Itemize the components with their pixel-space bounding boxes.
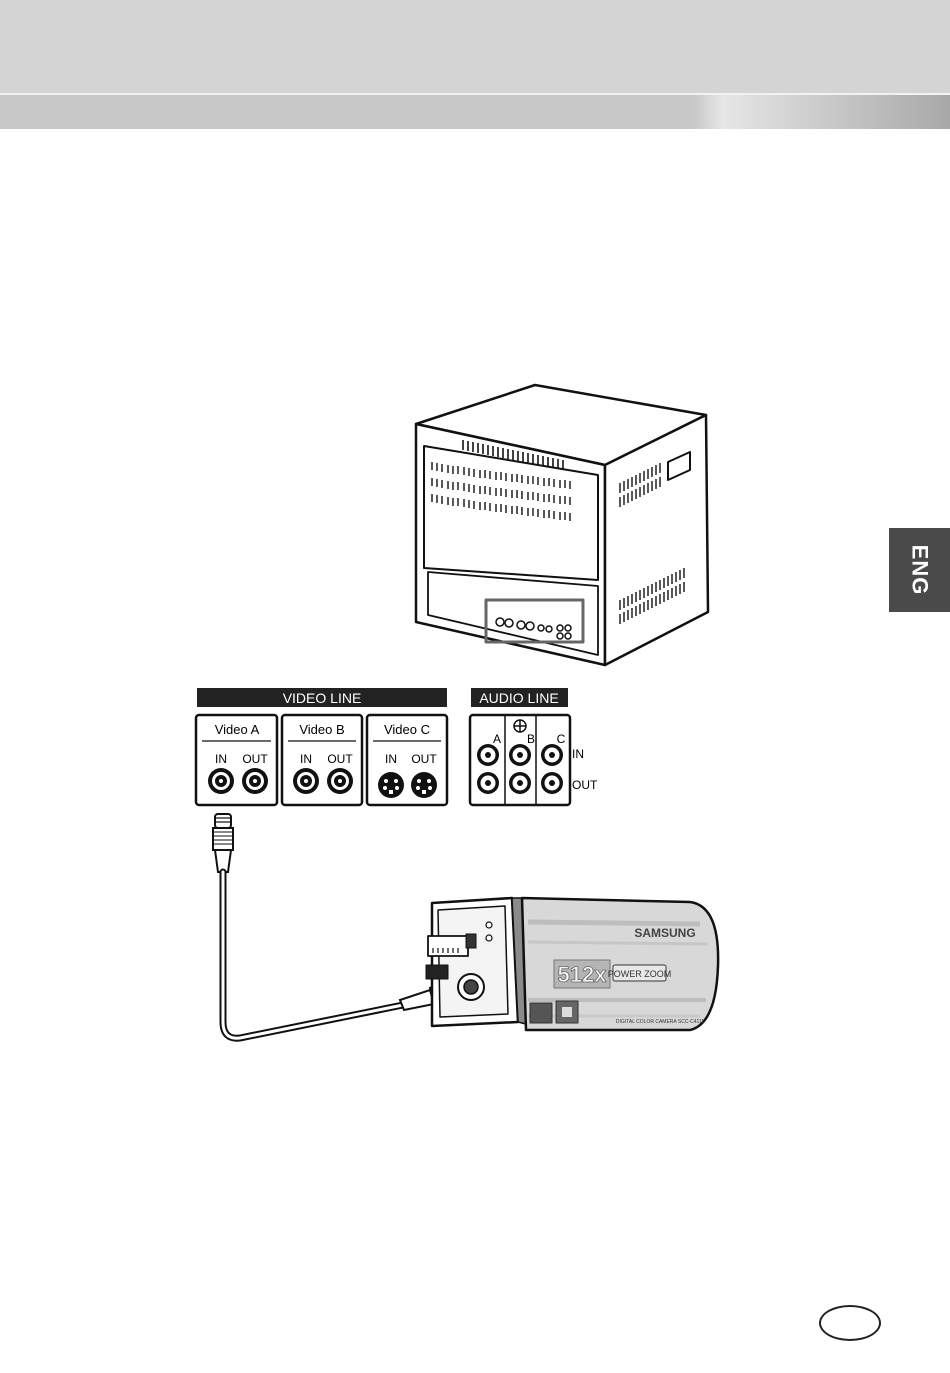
- camera-illustration: 512x POWER ZOOM SAMSUNG DIGITAL COLOR CA…: [426, 898, 718, 1030]
- camera-brand: SAMSUNG: [634, 926, 695, 940]
- audio-channel-b-label: B: [527, 732, 535, 746]
- audio-b-in-jack[interactable]: [509, 744, 531, 766]
- audio-a-in-jack[interactable]: [477, 744, 499, 766]
- audio-line-panel: AUDIO LINE A B C IN OUT: [470, 688, 598, 805]
- video-a-out-label: OUT: [242, 752, 268, 766]
- bnc-cable: [213, 814, 458, 1038]
- ground-icon: [514, 720, 526, 732]
- audio-out-label: OUT: [572, 778, 598, 792]
- video-a-in-label: IN: [215, 752, 227, 766]
- video-a-out-jack[interactable]: [242, 768, 268, 794]
- camera-power-zoom-badge: POWER ZOOM: [608, 969, 672, 979]
- camera-zoom-badge: 512x: [558, 962, 608, 987]
- audio-c-out-jack[interactable]: [541, 772, 563, 794]
- video-b-out-label: OUT: [327, 752, 353, 766]
- video-line-panel: VIDEO LINE Video A IN OUT Video B IN OUT: [196, 688, 447, 805]
- video-c-out-svideo-jack[interactable]: [411, 772, 437, 798]
- video-c-in-label: IN: [385, 752, 397, 766]
- video-a-label: Video A: [215, 722, 260, 737]
- video-a-in-jack[interactable]: [208, 768, 234, 794]
- audio-channel-c-label: C: [557, 732, 566, 746]
- audio-line-title: AUDIO LINE: [479, 690, 558, 706]
- page-number-oval: [819, 1305, 881, 1341]
- video-c-in-svideo-jack[interactable]: [378, 772, 404, 798]
- video-b-in-jack[interactable]: [293, 768, 319, 794]
- video-b-in-label: IN: [300, 752, 312, 766]
- video-b-out-jack[interactable]: [327, 768, 353, 794]
- video-b-group: Video B IN OUT: [282, 715, 362, 805]
- video-c-out-label: OUT: [411, 752, 437, 766]
- video-b-label: Video B: [299, 722, 344, 737]
- audio-in-label: IN: [572, 747, 584, 761]
- video-line-title: VIDEO LINE: [283, 690, 362, 706]
- camera-caption: DIGITAL COLOR CAMERA SCC-C4111: [616, 1019, 704, 1025]
- audio-a-out-jack[interactable]: [477, 772, 499, 794]
- audio-b-out-jack[interactable]: [509, 772, 531, 794]
- video-a-group: Video A IN OUT: [196, 715, 277, 805]
- video-c-group: Video C IN OUT: [367, 715, 447, 805]
- audio-c-in-jack[interactable]: [541, 744, 563, 766]
- monitor-illustration: [416, 385, 708, 665]
- video-c-label: Video C: [384, 722, 430, 737]
- audio-channel-a-label: A: [493, 732, 501, 746]
